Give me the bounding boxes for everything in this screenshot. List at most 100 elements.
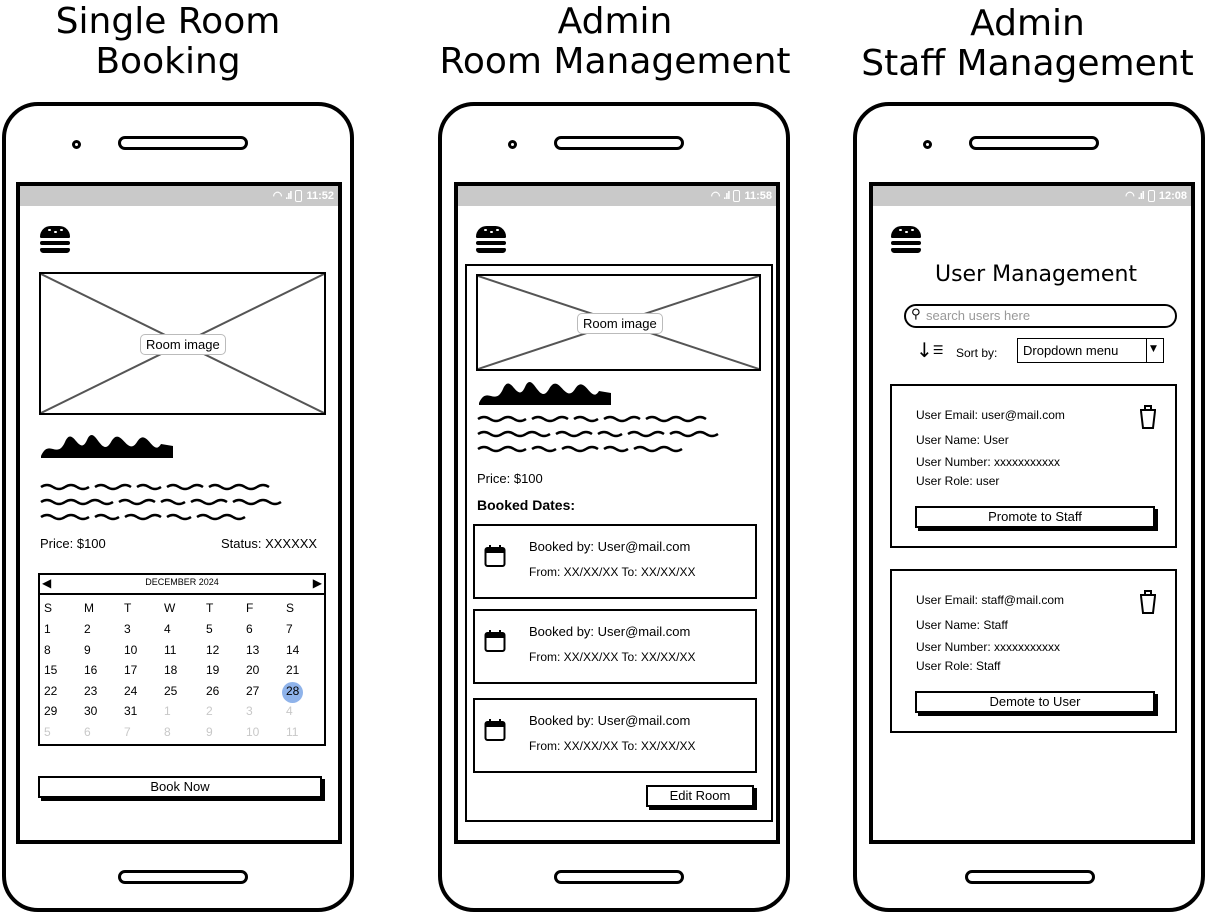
sort-dropdown[interactable]: Dropdown menu ▼ xyxy=(1017,338,1164,363)
role-action-button[interactable]: Demote to User xyxy=(915,691,1155,713)
dropdown-value: Dropdown menu xyxy=(1023,343,1119,358)
sort-icon[interactable]: ↓☰ xyxy=(916,338,944,362)
calendar-day[interactable]: 18 xyxy=(164,663,178,677)
menu-burger-icon[interactable] xyxy=(891,226,921,254)
calendar-day[interactable]: 25 xyxy=(164,683,178,698)
battery-icon xyxy=(295,189,303,202)
calendar-day[interactable]: 19 xyxy=(206,663,220,677)
weekday-label: W xyxy=(164,601,176,615)
calendar-day: 1 xyxy=(164,704,171,718)
calendar-day: 10 xyxy=(246,724,260,739)
search-input[interactable]: ⚲ search users here xyxy=(904,304,1177,328)
speaker xyxy=(118,136,248,150)
phone-screen: ◠ .ıl 11:58 Room image xyxy=(454,182,780,844)
phone-frame: ◠ .ıl 11:52 Room image Price: $100 xyxy=(2,102,354,912)
calendar-day[interactable]: 1 xyxy=(44,622,51,636)
calendar-day[interactable]: 4 xyxy=(164,622,171,636)
booking-range: From: XX/XX/XX To: XX/XX/XX xyxy=(529,565,696,579)
calendar-day[interactable]: 21 xyxy=(286,663,300,677)
status-bar: ◠ .ıl 11:52 xyxy=(20,186,338,206)
calendar-day[interactable]: 22 xyxy=(44,683,58,698)
search-icon: ⚲ xyxy=(911,307,921,322)
calendar-day[interactable]: 26 xyxy=(206,683,220,698)
calendar-day[interactable]: 8 xyxy=(44,642,51,657)
calendar-day: 11 xyxy=(286,724,299,739)
calendar-day[interactable]: 10 xyxy=(124,642,138,657)
selected-date-highlight xyxy=(282,682,303,703)
menu-burger-icon[interactable] xyxy=(476,226,506,254)
title-line: Admin xyxy=(557,1,673,42)
chevron-left-icon[interactable]: ◀ xyxy=(42,576,52,590)
edit-room-button[interactable]: Edit Room xyxy=(646,785,754,807)
search-placeholder: search users here xyxy=(926,308,1031,323)
trash-icon[interactable] xyxy=(1137,404,1159,430)
calendar-icon xyxy=(484,630,506,652)
title-line: Booking xyxy=(95,41,241,82)
calendar-day[interactable]: 27 xyxy=(246,683,260,698)
status-icons: ◠ .ıl 11:52 xyxy=(273,189,334,202)
room-panel: Room image Price: $100 Booked Dates: Boo… xyxy=(465,264,773,822)
phone-screen: ◠ .ıl 12:08 User Management ⚲ search use… xyxy=(869,182,1195,844)
status-bar: ◠ .ıl 11:58 xyxy=(458,186,776,206)
calendar-day[interactable]: 2 xyxy=(84,622,91,636)
menu-burger-icon[interactable] xyxy=(40,226,70,254)
calendar-day[interactable]: 13 xyxy=(246,642,260,657)
status-icons: ◠ .ıl 12:08 xyxy=(1125,189,1187,202)
calendar-day: 8 xyxy=(164,724,171,739)
weekday-label: T xyxy=(124,601,132,615)
calendar-day[interactable]: 30 xyxy=(84,704,98,718)
camera xyxy=(923,140,932,149)
weekday-label: F xyxy=(246,601,254,615)
role-action-button[interactable]: Promote to Staff xyxy=(915,506,1155,528)
booked-dates-heading: Booked Dates: xyxy=(477,497,576,513)
calendar-day: 9 xyxy=(206,724,213,739)
chevron-right-icon[interactable]: ▶ xyxy=(312,576,322,590)
booking-range: From: XX/XX/XX To: XX/XX/XX xyxy=(529,739,696,753)
booking-title: Single Room Booking xyxy=(18,2,318,82)
calendar-day[interactable]: 23 xyxy=(84,683,98,698)
calendar-day[interactable]: 5 xyxy=(206,622,213,636)
signal-icon: .ıl xyxy=(1137,189,1145,202)
calendar-day[interactable]: 24 xyxy=(124,683,138,698)
calendar-day[interactable]: 6 xyxy=(246,622,253,636)
calendar-day[interactable]: 11 xyxy=(164,642,177,657)
user-role: User Role: Staff xyxy=(916,659,1001,673)
book-now-button[interactable]: Book Now xyxy=(38,776,322,798)
dropdown-arrow-icon[interactable]: ▼ xyxy=(1146,339,1163,362)
booked-by: Booked by: User@mail.com xyxy=(529,539,691,554)
calendar-day[interactable]: 15 xyxy=(44,663,58,677)
trash-icon[interactable] xyxy=(1137,589,1159,615)
calendar-day[interactable]: 3 xyxy=(124,622,131,636)
calendar-day[interactable]: 31 xyxy=(124,704,138,718)
calendar-day[interactable]: 20 xyxy=(246,663,260,677)
calendar-icon xyxy=(484,719,506,741)
calendar-day[interactable]: 28 xyxy=(286,683,300,698)
staff-mgmt-title: Admin Staff Management xyxy=(855,4,1200,84)
room-title-scribble xyxy=(41,435,173,458)
camera xyxy=(72,140,81,149)
calendar-day[interactable]: 9 xyxy=(84,642,91,657)
clock: 11:52 xyxy=(306,189,334,202)
phone-screen: ◠ .ıl 11:52 Room image Price: $100 xyxy=(16,182,342,844)
booking-range: From: XX/XX/XX To: XX/XX/XX xyxy=(529,650,696,664)
wifi-icon: ◠ xyxy=(272,190,283,202)
status-icons: ◠ .ıl 11:58 xyxy=(711,189,772,202)
clock: 12:08 xyxy=(1158,189,1187,202)
calendar-day[interactable]: 14 xyxy=(286,642,300,657)
calendar-month: DECEMBER 2024 xyxy=(145,577,219,587)
user-name: User Name: Staff xyxy=(916,618,1008,632)
signal-icon: .ıl xyxy=(285,189,292,202)
signal-icon: .ıl xyxy=(723,189,730,202)
calendar-day[interactable]: 7 xyxy=(286,622,293,636)
calendar-day[interactable]: 29 xyxy=(44,704,58,718)
title-line: Staff Management xyxy=(861,43,1194,84)
calendar-day[interactable]: 17 xyxy=(124,663,138,677)
calendar-day[interactable]: 12 xyxy=(206,642,220,657)
user-number: User Number: xxxxxxxxxxx xyxy=(916,640,1061,654)
calendar-day[interactable]: 16 xyxy=(84,663,98,677)
